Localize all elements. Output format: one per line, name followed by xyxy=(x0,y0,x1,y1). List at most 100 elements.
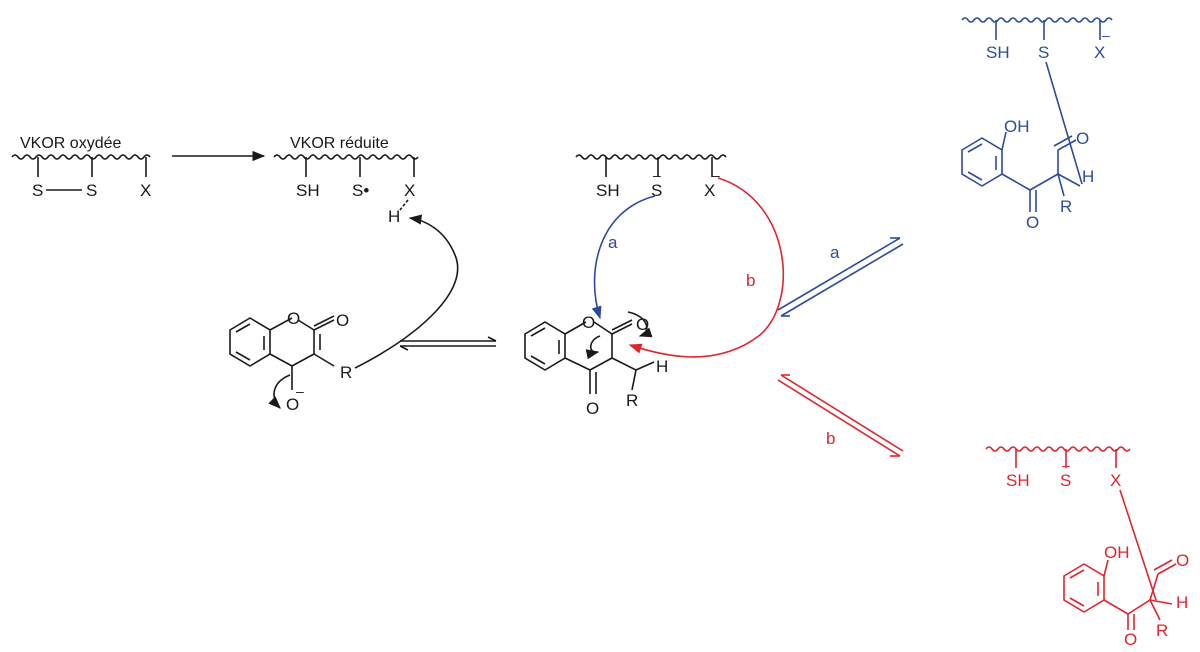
atom-s: S xyxy=(86,181,97,200)
bond xyxy=(291,353,315,367)
bond xyxy=(611,357,637,371)
double-bond xyxy=(530,355,546,365)
warfarin-enolate: O O R O – xyxy=(229,309,352,414)
bond xyxy=(313,353,335,367)
charge-minus: – xyxy=(1062,457,1070,473)
atom-o-ketone: O xyxy=(1026,213,1039,232)
bond xyxy=(1127,599,1151,615)
double-bond xyxy=(1153,559,1173,571)
bond xyxy=(564,357,591,371)
atom-sh: SH xyxy=(596,181,620,200)
bond-to-h xyxy=(1149,599,1173,605)
label-pathway-a: a xyxy=(830,243,840,262)
product-pathway-b: SH S – X OH O H R O xyxy=(985,446,1189,649)
protein-backbone xyxy=(11,154,151,160)
arrow-head xyxy=(399,345,409,351)
arrow-head xyxy=(487,336,497,342)
arrow-forward xyxy=(777,379,901,457)
product-pathway-a: SH S X – OH O H R O xyxy=(961,17,1113,232)
label-pathway-a: a xyxy=(608,233,618,252)
bond xyxy=(269,353,293,367)
bond xyxy=(1001,173,1031,191)
double-bond xyxy=(611,319,633,331)
thioester-bond xyxy=(1045,61,1083,185)
bond xyxy=(589,357,613,371)
title-vkor-oxidized: VKOR oxydée xyxy=(20,135,121,152)
title-vkor-reduced: VKOR réduite xyxy=(290,135,389,152)
charge-minus: – xyxy=(1102,27,1110,43)
bond xyxy=(564,321,587,335)
vkor-oxidized: VKOR oxydée S S X xyxy=(11,135,151,200)
atom-r: R xyxy=(340,363,352,382)
label-pathway-b: b xyxy=(746,271,755,290)
atom-o-ring: O xyxy=(287,309,300,328)
bond-to-oh xyxy=(1001,131,1007,151)
protein-backbone xyxy=(961,17,1113,23)
atom-s: S xyxy=(1038,43,1049,62)
bond xyxy=(611,323,633,335)
arrow-forward xyxy=(777,237,901,311)
atom-s: S xyxy=(1060,471,1071,490)
ester-bond xyxy=(1119,489,1157,601)
bond xyxy=(1103,599,1129,615)
protein-backbone xyxy=(575,154,727,160)
atom-h: H xyxy=(1082,167,1094,186)
atom-oh: OH xyxy=(1004,117,1030,136)
double-bond xyxy=(1053,135,1073,147)
atom-x: X xyxy=(140,181,151,200)
double-bond xyxy=(967,143,983,153)
bond xyxy=(1149,573,1159,601)
atom-o-carbonyl: O xyxy=(1076,129,1089,148)
double-bond xyxy=(235,351,251,361)
equilibrium-arrows-center xyxy=(399,336,497,351)
bond-to-r xyxy=(1057,173,1065,197)
atom-h: H xyxy=(1176,593,1188,612)
bond xyxy=(593,321,613,335)
double-bond xyxy=(530,327,546,337)
bond xyxy=(269,317,293,331)
atom-s-radical: S• xyxy=(352,181,369,200)
atom-h: H xyxy=(388,207,400,226)
atom-sh: SH xyxy=(296,181,320,200)
bond-to-h xyxy=(1057,173,1081,187)
double-bond xyxy=(313,315,335,327)
equilibrium-arrows-a: a xyxy=(777,237,904,317)
double-bond xyxy=(235,323,251,333)
curved-arrow xyxy=(627,311,653,338)
bond xyxy=(1029,173,1059,191)
atom-h: H xyxy=(656,357,668,376)
atom-s: S xyxy=(32,181,43,200)
pathway-a-arrow xyxy=(591,195,656,320)
bond-to-r xyxy=(631,369,637,391)
protein-backbone xyxy=(985,446,1131,452)
atom-x: X xyxy=(1094,43,1105,62)
atom-sh: SH xyxy=(1006,471,1030,490)
bond xyxy=(297,319,315,331)
bond-to-oh xyxy=(1103,559,1109,577)
warfarin-keto: O O H R O xyxy=(524,311,668,418)
vkor-reduced: VKOR réduite SH S• X H xyxy=(273,135,419,226)
double-bond xyxy=(1069,569,1085,579)
hydrogen-bond xyxy=(399,199,409,211)
bond-to-r xyxy=(1149,599,1161,621)
bond xyxy=(1057,139,1077,151)
arrow-backward xyxy=(780,374,904,452)
arrow-backward xyxy=(780,243,904,317)
bond xyxy=(1157,563,1177,575)
charge-minus: – xyxy=(296,383,304,399)
atom-s: S xyxy=(651,181,662,200)
charge-minus: – xyxy=(653,167,661,183)
atom-o-carbonyl: O xyxy=(1176,551,1189,570)
protein-backbone xyxy=(273,154,419,160)
atom-r: R xyxy=(626,391,638,410)
vkor-active-site: SH S – X – xyxy=(575,154,727,200)
curved-arrow xyxy=(268,374,291,409)
bond xyxy=(313,319,335,331)
curved-arrow xyxy=(585,335,601,360)
atom-oh: OH xyxy=(1104,543,1130,562)
double-bond xyxy=(967,171,983,181)
atom-x: X xyxy=(704,181,715,200)
atom-o-enolate: O xyxy=(286,395,299,414)
